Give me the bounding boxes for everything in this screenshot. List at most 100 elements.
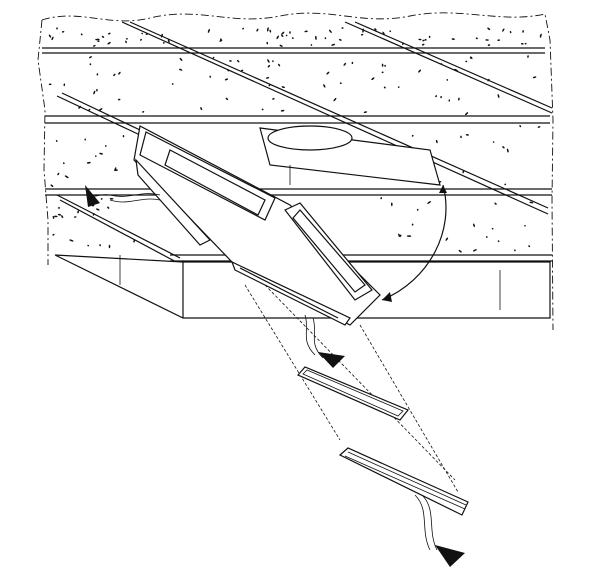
speckle xyxy=(473,223,475,228)
speckle xyxy=(343,62,347,66)
speckle xyxy=(445,237,449,241)
speckle xyxy=(126,37,128,40)
speckle xyxy=(97,40,100,43)
speckle xyxy=(57,172,60,176)
speckle xyxy=(278,63,281,67)
speckle xyxy=(440,63,443,65)
speckle xyxy=(50,184,54,188)
speckle xyxy=(267,59,270,63)
speckle xyxy=(532,76,537,79)
speckle xyxy=(279,44,283,47)
speckle xyxy=(109,197,114,200)
speckle xyxy=(269,29,272,33)
speckle xyxy=(114,167,117,172)
speckle xyxy=(529,201,534,204)
speckle xyxy=(504,183,507,186)
speckle xyxy=(416,208,419,211)
speckle xyxy=(465,112,469,116)
speckle xyxy=(80,33,83,36)
speckle xyxy=(145,33,149,35)
speckle xyxy=(310,44,313,46)
speckle xyxy=(514,249,516,252)
speckle xyxy=(418,69,422,73)
speckle xyxy=(219,39,223,42)
speckle xyxy=(96,88,98,92)
speckle xyxy=(363,111,368,113)
speckle xyxy=(92,213,95,216)
speckle xyxy=(261,108,264,111)
speckle xyxy=(108,244,111,249)
speckle xyxy=(179,57,183,61)
speckle xyxy=(84,138,87,141)
speckle xyxy=(224,78,229,81)
speckle xyxy=(502,146,505,149)
speckle xyxy=(338,39,342,41)
speckle xyxy=(101,35,105,38)
speckle xyxy=(266,77,270,79)
speckle xyxy=(118,71,121,75)
speckle xyxy=(291,37,294,40)
speckle xyxy=(472,249,477,252)
speckle xyxy=(236,60,240,63)
speckle xyxy=(428,35,431,38)
ceiling-break-outline xyxy=(37,12,554,331)
speckle xyxy=(509,30,512,34)
wire-lead-center xyxy=(304,314,345,368)
speckle xyxy=(227,69,230,72)
speckle xyxy=(411,134,414,137)
speckle xyxy=(95,38,100,41)
speckle xyxy=(304,30,308,33)
speckle xyxy=(384,64,386,67)
speckle xyxy=(362,28,364,33)
speckle xyxy=(411,223,414,226)
speckle xyxy=(200,107,203,111)
speckle xyxy=(333,97,337,102)
speckle xyxy=(485,236,488,238)
speckle xyxy=(242,27,244,30)
speckle xyxy=(406,235,412,237)
speckle xyxy=(99,152,103,155)
speckle xyxy=(487,27,491,31)
speckle xyxy=(160,33,163,38)
speckle xyxy=(63,83,66,87)
speckle xyxy=(57,213,62,216)
speckle xyxy=(52,215,55,219)
speckle xyxy=(48,34,52,38)
speckle xyxy=(497,39,501,42)
speckle xyxy=(117,98,121,101)
speckle xyxy=(107,41,111,45)
speckle xyxy=(539,33,542,38)
arrow-head-icon xyxy=(318,352,345,368)
speckle xyxy=(99,244,101,247)
speckle xyxy=(492,141,495,143)
speckle xyxy=(96,208,100,211)
speckle xyxy=(87,244,90,247)
speckle xyxy=(167,39,170,43)
heating-element xyxy=(338,447,469,567)
speckle xyxy=(324,37,327,40)
speckle xyxy=(389,30,392,33)
speckle xyxy=(371,77,375,81)
projection-lines xyxy=(244,284,459,493)
speckle xyxy=(458,97,460,101)
speckle xyxy=(69,239,74,242)
ceiling-joists xyxy=(42,21,553,265)
speckle xyxy=(524,225,526,227)
speckle xyxy=(383,86,386,89)
speckle xyxy=(519,125,522,128)
speckle xyxy=(225,97,229,101)
speckle xyxy=(48,83,52,86)
speckle xyxy=(62,162,65,165)
speckle xyxy=(56,27,58,30)
speckle xyxy=(506,148,509,153)
speckle xyxy=(374,28,377,31)
speckle xyxy=(465,60,468,63)
speckle xyxy=(289,31,291,34)
speckle xyxy=(179,68,183,71)
speckle xyxy=(491,227,494,230)
speckle xyxy=(360,33,364,36)
speckle xyxy=(89,63,92,66)
speckle xyxy=(435,139,438,144)
speckle xyxy=(497,240,500,243)
